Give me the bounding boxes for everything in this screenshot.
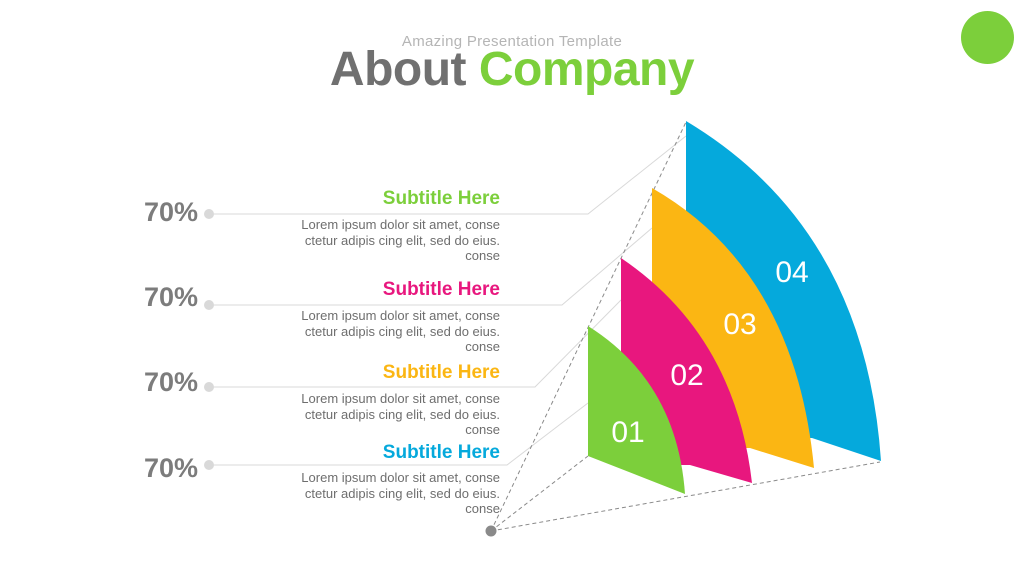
connector-line-4	[214, 402, 589, 466]
percent-3: 70%	[143, 367, 198, 397]
segment-01-label: 01	[611, 416, 644, 449]
body-text-4: Lorem ipsum dolor sit amet, conse ctetur…	[240, 470, 500, 517]
percent-4: 70%	[143, 453, 198, 483]
bullet-dot-3	[204, 382, 214, 392]
connector-line-1	[214, 135, 687, 215]
bullet-dot-1	[204, 209, 214, 219]
title-company: Company	[478, 43, 695, 96]
body-4-line-1: Lorem ipsum dolor sit amet, conse	[301, 470, 500, 485]
subtitle-4: Subtitle Here	[382, 442, 500, 463]
title-about: About	[329, 43, 467, 96]
body-1-line-2: ctetur adipis cing elit, sed do eius.	[304, 232, 500, 248]
perspective-origin-dot	[485, 525, 497, 537]
body-text-1: Lorem ipsum dolor sit amet, conse ctetur…	[240, 217, 500, 264]
body-3-line-2: ctetur adipis cing elit, sed do eius.	[304, 406, 500, 422]
segment-02-label: 02	[670, 359, 703, 392]
percent-2: 70%	[143, 282, 198, 312]
bullet-dot-4	[204, 460, 214, 470]
body-2-line-2: ctetur adipis cing elit, sed do eius.	[304, 323, 500, 339]
perspective-line-bottom	[490, 461, 881, 532]
body-3-line-3: conse	[465, 422, 500, 437]
body-1-line-1: Lorem ipsum dolor sit amet, conse	[301, 217, 500, 232]
subtitle-3: Subtitle Here	[382, 362, 500, 383]
perspective-line-mid	[490, 455, 589, 532]
segment-03-label: 03	[723, 308, 756, 341]
page-title: About Company	[0, 42, 1024, 98]
corner-dot-decoration	[961, 11, 1014, 64]
connector-line-2	[214, 227, 653, 306]
body-4-line-2: ctetur adipis cing elit, sed do eius.	[304, 485, 500, 501]
percent-1: 70%	[143, 197, 198, 227]
body-2-line-3: conse	[465, 339, 500, 354]
subtitle-1: Subtitle Here	[382, 188, 500, 209]
subtitle-2: Subtitle Here	[382, 279, 500, 300]
segment-01-shape	[588, 326, 685, 494]
body-1-line-3: conse	[465, 248, 500, 263]
body-text-3: Lorem ipsum dolor sit amet, conse ctetur…	[240, 391, 500, 438]
pretitle: Amazing Presentation Template	[401, 33, 623, 50]
bullet-dot-2	[204, 300, 214, 310]
body-text-2: Lorem ipsum dolor sit amet, conse ctetur…	[240, 308, 500, 355]
body-3-line-1: Lorem ipsum dolor sit amet, conse	[301, 391, 500, 406]
segment-04-label: 04	[775, 256, 808, 289]
body-2-line-1: Lorem ipsum dolor sit amet, conse	[301, 308, 500, 323]
body-4-line-3: conse	[465, 501, 500, 516]
